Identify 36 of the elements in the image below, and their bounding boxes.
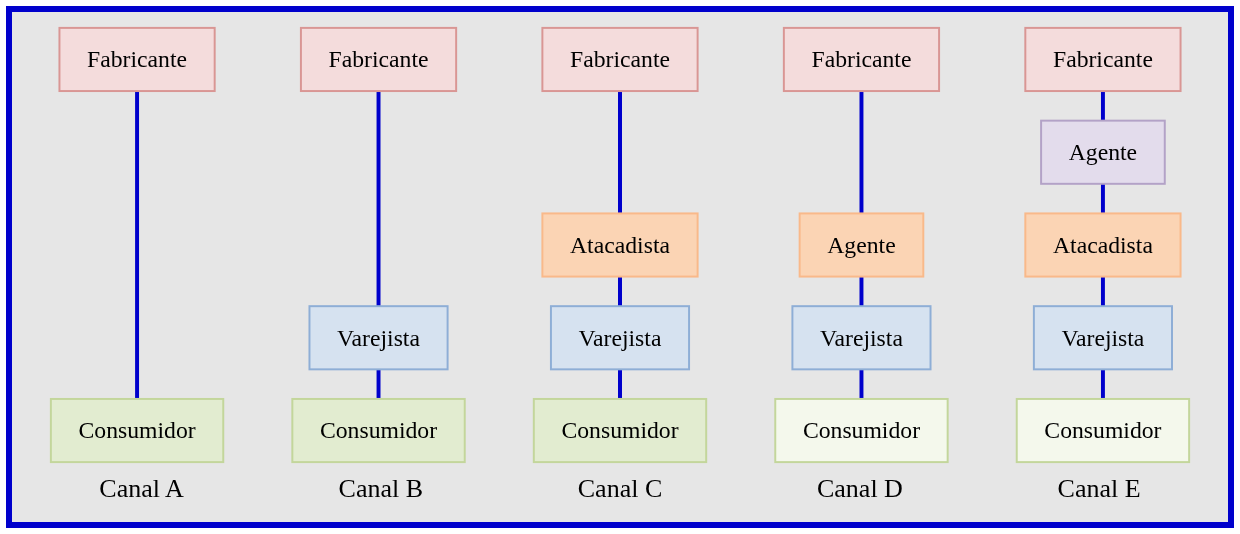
node-box: Fabricante xyxy=(58,26,216,93)
connector xyxy=(618,91,622,214)
node-box: Fabricante xyxy=(299,26,458,93)
connector xyxy=(618,369,622,399)
node-box: Varejista xyxy=(791,305,932,371)
node-box: Consumidor xyxy=(291,397,466,464)
connector xyxy=(859,91,864,214)
channel-label: Canal B xyxy=(338,474,424,504)
node-box: Fabricante xyxy=(541,26,699,93)
node-box: Consumidor xyxy=(532,397,708,464)
channel-label: Canal A xyxy=(99,474,184,504)
connector xyxy=(859,369,864,399)
node-box: Fabricante xyxy=(782,26,941,93)
channel-label: Canal D xyxy=(816,474,903,504)
node-box: Agente xyxy=(1040,119,1166,185)
node-box: Varejista xyxy=(549,305,691,371)
node-box: Atacadista xyxy=(1024,212,1182,278)
connector xyxy=(618,276,622,307)
node-box: Fabricante xyxy=(1024,26,1182,93)
connector xyxy=(1100,369,1105,399)
node-box: Consumidor xyxy=(774,397,949,464)
connector xyxy=(859,276,864,307)
node-box: Varejista xyxy=(308,305,449,371)
connector xyxy=(1100,91,1105,121)
channel-label: Canal E xyxy=(1057,474,1141,504)
connector xyxy=(1100,183,1105,214)
connector xyxy=(1100,276,1105,307)
node-box: Varejista xyxy=(1032,305,1173,371)
connector xyxy=(135,91,140,399)
node-box: Consumidor xyxy=(1015,397,1191,464)
node-box: Consumidor xyxy=(49,397,225,464)
node-box: Atacadista xyxy=(541,212,699,278)
channel-label: Canal C xyxy=(577,474,663,504)
connector xyxy=(376,369,381,399)
node-box: Agente xyxy=(798,212,925,278)
connector xyxy=(376,91,381,307)
